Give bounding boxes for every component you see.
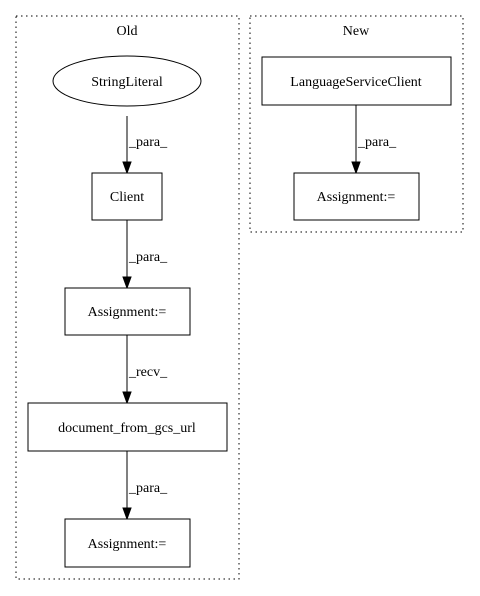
node-label: Assignment:= (88, 305, 167, 320)
node-label: LanguageServiceClient (290, 75, 422, 90)
edge-language-client-to-assignment: _para_ (351, 105, 397, 175)
edge-string-literal-to-client: _para_ (122, 116, 168, 175)
node-label: Client (110, 190, 144, 205)
cluster-old-title: Old (117, 24, 138, 39)
node-old-assignment-2[interactable]: Assignment:= (64, 518, 191, 568)
edge-label: _para_ (357, 135, 397, 150)
cluster-old-border (15, 15, 240, 580)
cluster-new-border (249, 15, 464, 233)
cluster-new-title: New (343, 24, 370, 39)
node-label: StringLiteral (91, 75, 163, 90)
node-client[interactable]: Client (91, 172, 163, 221)
edge-label: _para_ (128, 135, 168, 150)
node-label: Assignment:= (317, 190, 396, 205)
node-new-assignment[interactable]: Assignment:= (293, 172, 420, 221)
edge-label: _para_ (128, 481, 168, 496)
edge-client-to-assignment: _para_ (122, 220, 168, 290)
node-document-from-gcs-url[interactable]: document_from_gcs_url (27, 402, 228, 452)
edge-label: _recv_ (128, 365, 168, 380)
edge-assignment-to-document: _recv_ (122, 335, 168, 405)
node-old-assignment-1[interactable]: Assignment:= (64, 287, 191, 336)
edge-document-to-assignment: _para_ (122, 451, 168, 521)
edge-label: _para_ (128, 250, 168, 265)
cluster-new: New (249, 15, 464, 233)
node-label: Assignment:= (88, 537, 167, 552)
node-label: document_from_gcs_url (58, 421, 196, 436)
cluster-old: Old (15, 15, 240, 580)
node-string-literal[interactable]: StringLiteral (52, 55, 202, 107)
node-language-service-client[interactable]: LanguageServiceClient (261, 56, 452, 106)
